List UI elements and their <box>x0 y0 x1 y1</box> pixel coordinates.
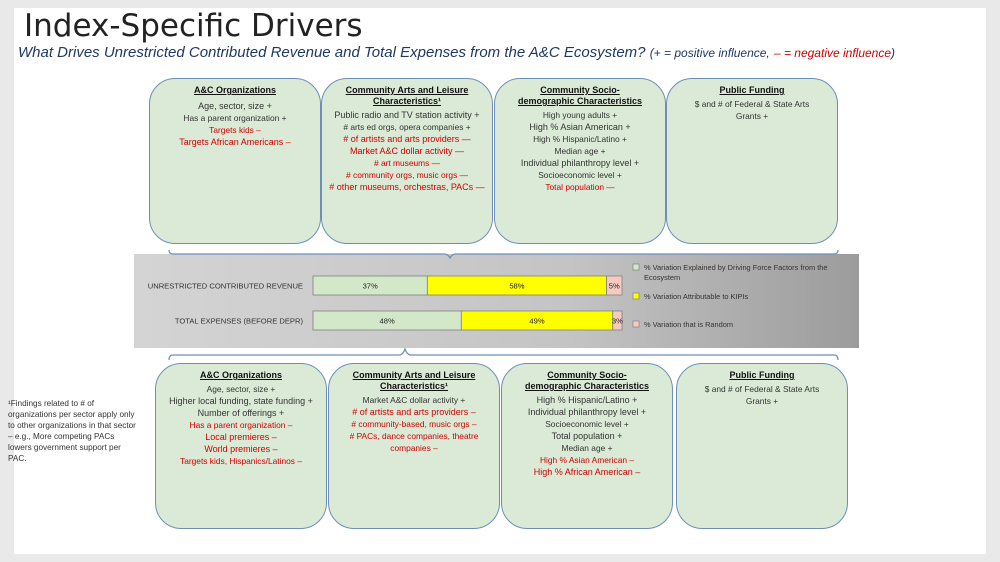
box-line: High % Hispanic/Latino + <box>536 395 638 405</box>
box-line: # community orgs, music orgs — <box>346 170 468 180</box>
box-line: Grants + <box>745 396 779 406</box>
box-line: Individual philanthropy level + <box>520 158 640 168</box>
box-title: A&C Organizations <box>199 370 282 380</box>
box-line: Age, sector, size + <box>206 384 276 394</box>
box-line: companies – <box>390 443 438 453</box>
chart-band <box>134 254 859 348</box>
top-box-ac-organizations: A&C Organizations Age, sector, size + Ha… <box>149 78 321 244</box>
legend-close: ) <box>891 46 896 60</box>
box-line: Total population + <box>551 431 623 441</box>
box-title: A&C Organizations <box>193 85 276 95</box>
box-lines: Age, sector, size + Has a parent organiz… <box>150 98 320 148</box>
box-line: # of artists and arts providers — <box>343 134 471 144</box>
page-title: Index-Specific Drivers <box>24 8 363 44</box>
box-line: Grants + <box>735 111 769 121</box>
bottom-box-community-arts-leisure: Community Arts and Leisure Characteristi… <box>328 363 500 529</box>
box-line: $ and # of Federal & State Arts <box>694 99 810 109</box>
box-line: Has a parent organization – <box>189 420 293 430</box>
box-line: Individual philanthropy level + <box>527 407 647 417</box>
box-line: High % Hispanic/Latino + <box>533 134 627 144</box>
box-line: Targets kids – <box>209 125 261 135</box>
box-line: Local premieres – <box>205 432 277 442</box>
box-line: Median age + <box>561 443 613 453</box>
top-box-community-arts-leisure: Community Arts and Leisure Characteristi… <box>321 78 493 244</box>
box-title: Community Socio-demographic Characterist… <box>517 85 643 106</box>
box-line: Age, sector, size + <box>198 101 272 111</box>
box-line: High % African American – <box>533 467 641 477</box>
box-line: Median age + <box>554 146 606 156</box>
box-line: Market A&C dollar activity + <box>362 395 466 405</box>
box-line: Public radio and TV station activity + <box>334 110 480 120</box>
box-line: Targets kids, Hispanics/Latinos – <box>180 456 302 466</box>
box-line: Number of offerings + <box>197 408 285 418</box>
box-line: Socioeconomic level + <box>538 170 622 180</box>
bottom-box-community-socio-demographic: Community Socio-demographic Characterist… <box>501 363 673 529</box>
box-line: # art museums — <box>373 158 441 168</box>
box-line: $ and # of Federal & State Arts <box>704 384 820 394</box>
page-subtitle: What Drives Unrestricted Contributed Rev… <box>18 44 895 61</box>
box-line: Market A&C dollar activity — <box>349 146 465 156</box>
box-line: High % Asian American – <box>539 455 635 465</box>
box-line: Socioeconomic level + <box>545 419 629 429</box>
box-title: Community Arts and Leisure Characteristi… <box>345 85 469 106</box>
box-line: Total population — <box>545 182 615 192</box>
footnote: ¹Findings related to # of organizations … <box>8 399 136 463</box>
bottom-box-ac-organizations: A&C Organizations Age, sector, size + Hi… <box>155 363 327 529</box>
box-title: Public Funding <box>719 85 785 95</box>
box-line: # community-based, music orgs – <box>351 419 477 429</box>
box-line: # PACs, dance companies, theatre <box>349 431 479 441</box>
box-title: Public Funding <box>729 370 795 380</box>
box-line: # of artists and arts providers – <box>352 407 476 417</box>
box-line: Targets African Americans – <box>179 137 291 147</box>
box-title: Community Socio-demographic Characterist… <box>524 370 650 391</box>
subtitle-question: What Drives Unrestricted Contributed Rev… <box>18 44 646 61</box>
bottom-box-public-funding: Public Funding $ and # of Federal & Stat… <box>676 363 848 529</box>
box-line: High % Asian American + <box>529 122 631 132</box>
legend-positive: (+ = positive influence, <box>649 46 770 60</box>
box-line: Higher local funding, state funding + <box>169 396 313 406</box>
box-line: # other museums, orchestras, PACs — <box>329 182 485 192</box>
legend-negative: – = negative influence <box>773 46 892 60</box>
top-box-community-socio-demographic: Community Socio-demographic Characterist… <box>494 78 666 244</box>
box-line: High young adults + <box>542 110 618 120</box>
box-title: Community Arts and Leisure Characteristi… <box>352 370 476 391</box>
box-line: World premieres – <box>204 444 278 454</box>
top-box-public-funding: Public Funding $ and # of Federal & Stat… <box>666 78 838 244</box>
box-line: # arts ed orgs, opera companies + <box>343 122 471 132</box>
box-line: Has a parent organization + <box>183 113 287 123</box>
